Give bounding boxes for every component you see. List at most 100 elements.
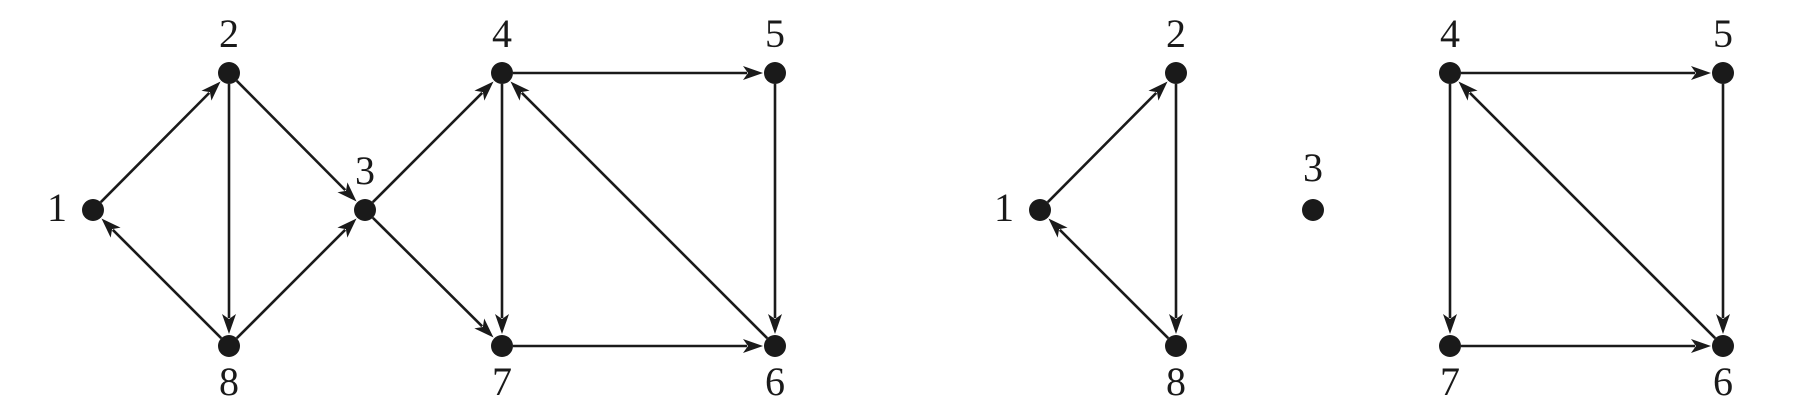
node-5: 5 [764,11,786,84]
node-dot [218,335,240,357]
component-1-2-8: 1 2 8 [994,11,1187,404]
edge-line [235,79,347,192]
node-7: 7 [491,335,513,404]
node-dot [1165,335,1187,357]
edge-1-to-2 [1046,81,1168,204]
arrowhead-icon [474,318,494,338]
edge-7-to-6 [513,339,763,353]
node-dot [82,199,104,221]
edge-1-to-2 [99,81,221,204]
edge-line [111,228,223,340]
arrowhead-icon [101,218,121,238]
edge-3-to-7 [371,216,494,338]
arrowhead-icon [743,339,763,353]
edge-2-to-8 [222,84,236,334]
node-1: 1 [47,185,104,230]
edge-4-to-5 [513,66,763,80]
node-3: 3 [354,148,376,221]
node-2: 2 [218,11,240,84]
node-label: 1 [994,185,1014,230]
arrowhead-icon [474,81,494,101]
arrowhead-icon [1716,314,1730,334]
arrowhead-icon [1458,81,1478,101]
arrowhead-icon [495,314,509,334]
edge-6-to-4 [1458,81,1717,340]
edge-4-to-5 [1461,66,1711,80]
node-dot [1029,199,1051,221]
component-3: 3 [1302,145,1324,221]
node-label: 7 [1440,359,1460,404]
component-4-5-6-7: 4 5 6 7 [1439,11,1734,404]
node-dot [354,199,376,221]
node-2: 2 [1165,11,1187,84]
edge-line [1058,228,1170,340]
node-dot [764,62,786,84]
node-label: 5 [1713,11,1733,56]
node-label: 8 [1166,359,1186,404]
edge-4-to-7 [1443,84,1457,334]
edge-line [99,91,211,204]
node-label: 2 [219,11,239,56]
edge-6-to-4 [510,81,769,340]
node-dot [491,62,513,84]
node-label: 8 [219,359,239,404]
node-label: 4 [492,11,512,56]
arrowhead-icon [1048,218,1068,238]
arrowhead-icon [1691,339,1711,353]
node-3: 3 [1302,145,1324,221]
arrowhead-icon [1443,314,1457,334]
edge-line [1468,91,1717,340]
node-4: 4 [491,11,513,84]
node-4: 4 [1439,11,1461,84]
node-dot [764,335,786,357]
edge-2-to-8 [1169,84,1183,334]
edge-line [371,216,484,328]
node-dot [1302,199,1324,221]
arrowhead-icon [337,218,357,238]
edge-5-to-6 [1716,84,1730,334]
node-dot [1712,335,1734,357]
node-dot [1165,62,1187,84]
arrowhead-icon [337,182,357,202]
edge-5-to-6 [768,84,782,334]
arrowhead-icon [222,314,236,334]
node-dot [491,335,513,357]
arrowhead-icon [1169,314,1183,334]
arrowhead-icon [1691,66,1711,80]
edge-line [371,91,484,204]
node-8: 8 [218,335,240,404]
edge-line [1046,91,1158,204]
edge-8-to-1 [101,218,223,340]
node-label: 2 [1166,11,1186,56]
node-8: 8 [1165,335,1187,404]
edge-8-to-3 [235,218,357,340]
node-1: 1 [994,185,1051,230]
arrowhead-icon [201,81,221,101]
node-label: 3 [355,148,375,193]
arrowhead-icon [743,66,763,80]
node-dot [1439,335,1461,357]
edge-8-to-1 [1048,218,1170,340]
node-6: 6 [1712,335,1734,404]
node-label: 6 [765,359,785,404]
edge-line [235,228,347,340]
arrowhead-icon [768,314,782,334]
node-label: 3 [1303,145,1323,190]
node-label: 5 [765,11,785,56]
node-label: 4 [1440,11,1460,56]
edge-line [520,91,769,340]
arrowhead-icon [510,81,530,101]
edge-3-to-4 [371,81,494,204]
edge-7-to-6 [1461,339,1711,353]
node-7: 7 [1439,335,1461,404]
node-6: 6 [764,335,786,404]
node-dot [1439,62,1461,84]
original-digraph: 1 2 3 4 5 6 7 8 [47,11,786,404]
arrowhead-icon [1148,81,1168,101]
node-label: 1 [47,185,67,230]
edge-2-to-3 [235,79,357,202]
node-dot [218,62,240,84]
edge-4-to-7 [495,84,509,334]
node-label: 7 [492,359,512,404]
